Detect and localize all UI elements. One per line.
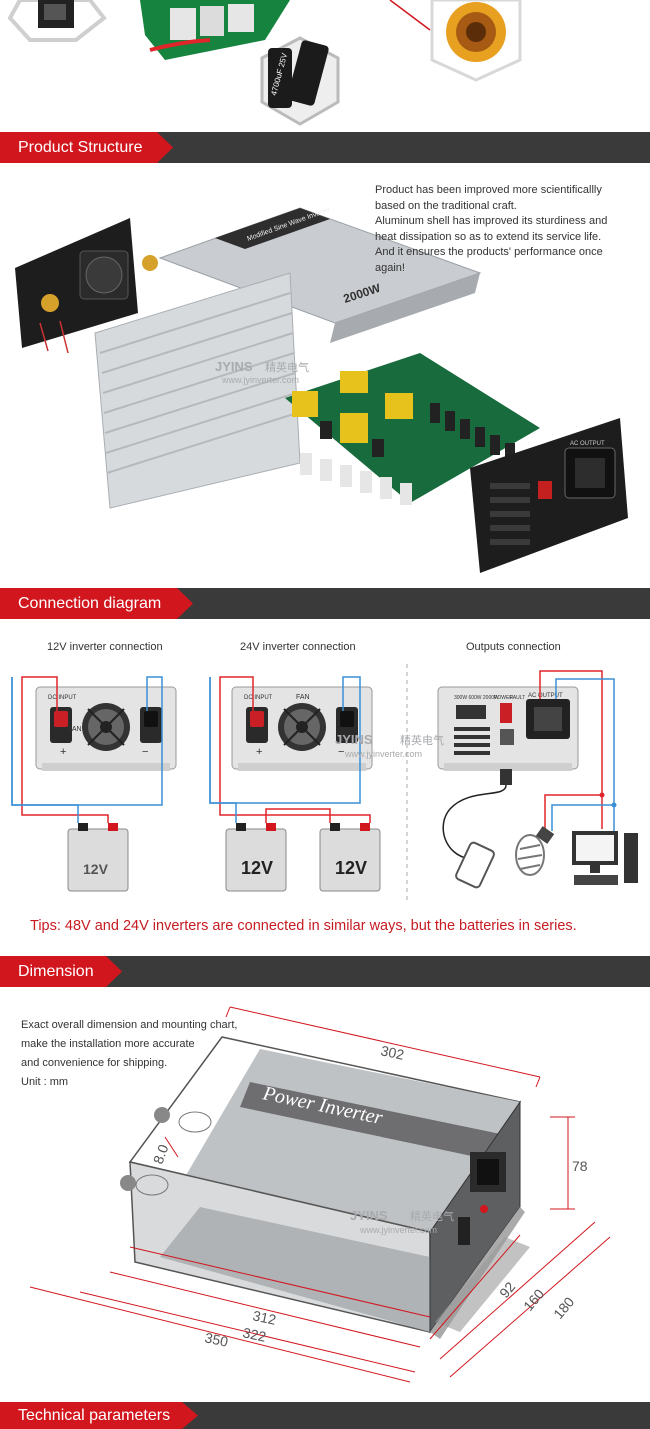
section-header-connection: Connection diagram: [0, 588, 650, 619]
exploded-inverter-image: 2000W Modified Sine Wave Inverter: [15, 206, 628, 573]
dim-322: 322: [241, 1324, 267, 1345]
dimension-drawing: Power Inverter 302 78: [29, 1006, 611, 1383]
battery-label: 12V: [335, 858, 367, 878]
section-title: Dimension: [0, 956, 122, 987]
dim-350: 350: [203, 1329, 229, 1350]
panel-model-label: 300W 600W 2000W: [454, 695, 499, 701]
watermark-cn: 精英电气: [265, 360, 309, 374]
watermark-url: www.jyinverter.com: [359, 1225, 437, 1235]
dim-160: 160: [520, 1286, 547, 1314]
dim-302: 302: [379, 1042, 405, 1063]
wiring-diagram: 12V FAN DC INPUT + − 12V 12V FAN DC INPU…: [11, 664, 638, 904]
top-closeups-image: 4700uF 25V: [7, 0, 522, 126]
connection-title-24v: 24V inverter connection: [240, 641, 356, 653]
fan-label: FAN: [296, 694, 310, 701]
minus-sign: −: [142, 746, 148, 758]
structure-illustration: 2000W Modified Sine Wave Inverter: [0, 163, 650, 588]
watermark-url: www.jyinverter.com: [221, 375, 299, 385]
plus-sign: +: [60, 746, 66, 758]
plus-sign: +: [256, 746, 262, 758]
connection-title-12v: 12V inverter connection: [47, 641, 163, 653]
structure-caption: Product has been improved more scientifi…: [375, 184, 608, 274]
connection-title-outputs: Outputs connection: [466, 641, 561, 653]
fan-label: FAN: [68, 726, 82, 733]
watermark-brand: JYINS: [215, 359, 253, 374]
bulb-icon: [515, 826, 555, 876]
panel-fault-label: FAULT: [510, 695, 525, 701]
section-header-structure: Product Structure: [0, 132, 650, 163]
top-strip: 4700uF 25V: [0, 0, 650, 132]
panel-power-label: POWER: [494, 695, 513, 701]
dim-180: 180: [550, 1294, 577, 1322]
watermark-url: www.jyinverter.com: [344, 749, 422, 759]
computer-icon: [572, 831, 638, 885]
watermark-cn: 精英电气: [400, 733, 444, 747]
dim-312: 312: [251, 1307, 277, 1328]
dimension-area: Exact overall dimension and mounting cha…: [0, 987, 650, 1400]
tips-note: Tips: 48V and 24V inverters are connecte…: [30, 918, 577, 934]
section-header-technical: Technical parameters: [0, 1402, 650, 1429]
dc-input-label: DC INPUT: [48, 695, 77, 701]
ac-output-label: AC OUTPUT: [570, 441, 605, 447]
connection-diagram: 12V inverter connection 24V inverter con…: [0, 619, 650, 909]
dim-8: 8.0: [150, 1142, 172, 1166]
ac-output-label: AC OUTPUT: [528, 693, 563, 699]
battery-label: 12V: [83, 861, 109, 877]
section-title: Product Structure: [0, 132, 173, 163]
watermark-cn: 精英电气: [410, 1209, 454, 1223]
section-title: Technical parameters: [0, 1402, 198, 1429]
watermark-brand: JYINS: [335, 732, 373, 747]
watermark-brand: JYINS: [350, 1208, 388, 1223]
section-title: Connection diagram: [0, 588, 193, 619]
dimension-caption: Exact overall dimension and mounting cha…: [21, 1019, 238, 1088]
minus-sign: −: [338, 746, 344, 758]
battery-label: 12V: [241, 858, 273, 878]
section-header-dimension: Dimension: [0, 956, 650, 987]
dim-78: 78: [572, 1158, 588, 1174]
dc-input-label: DC INPUT: [244, 695, 273, 701]
phone-icon: [455, 841, 495, 889]
